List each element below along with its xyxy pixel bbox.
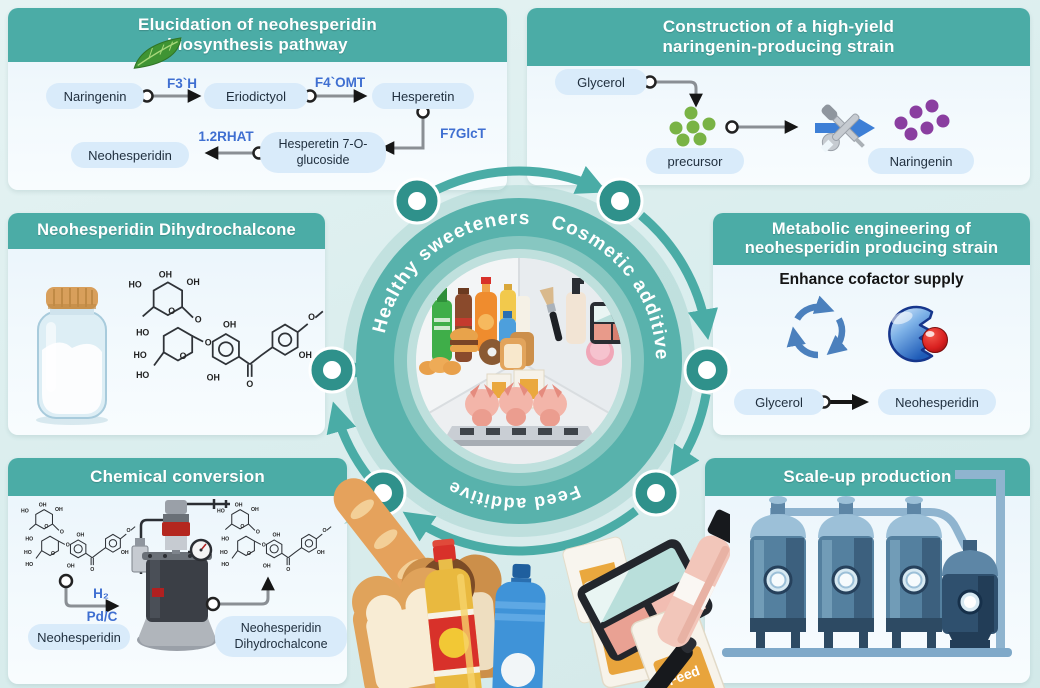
- water-bottle-icon: [491, 563, 546, 688]
- lotion-tube-icon: [657, 509, 730, 648]
- panel-metabolic-title: Metabolic engineering of neohesperidin p…: [713, 213, 1030, 265]
- reaction-arrows: [64, 576, 275, 613]
- label-enhance-cofactor: Enhance cofactor supply: [779, 271, 964, 288]
- cofactor-recycle-icon: [786, 295, 848, 359]
- label-glucoside: Hesperetin 7-O- glucoside: [260, 132, 386, 174]
- label-f7glct: F7GlcT: [440, 126, 486, 141]
- panel-strain-title: Construction of a high-yield naringenin-…: [527, 8, 1030, 66]
- leaf-icon: [133, 37, 182, 69]
- label-glycerol-2: Glycerol: [734, 389, 824, 415]
- label-neohesperidin-3: Neohesperidin: [28, 624, 130, 650]
- label-f4omt: F4`OMT: [314, 75, 366, 90]
- metabolic-arrowhead: [852, 394, 869, 410]
- food-drinks-collage: [419, 277, 534, 375]
- naringenin-cells-icon: [894, 99, 950, 141]
- label-naringenin-2: Naringenin: [868, 148, 974, 174]
- label-neohesperidin-1: Neohesperidin: [71, 142, 189, 168]
- bioreactor-tanks-icon: [722, 470, 1012, 657]
- strain-arrows: [656, 80, 799, 134]
- neohesperidin-molecule: [20, 502, 136, 574]
- label-neohesperidin-2: Neohesperidin: [878, 389, 996, 415]
- label-naringenin-1: Naringenin: [46, 83, 144, 109]
- label-f3h: F3`H: [167, 76, 197, 91]
- label-pdc: Pd/C: [86, 609, 118, 624]
- panel-nhdc-title: Neohesperidin Dihydrochalcone: [8, 213, 325, 249]
- engineering-tools-icon: [815, 104, 875, 153]
- oil-bottle-icon: [424, 538, 483, 688]
- piglets-collage: [444, 369, 596, 446]
- panel-chemical-title: Chemical conversion: [8, 458, 347, 496]
- label-hesperetin: Hesperetin: [372, 83, 474, 109]
- label-rhat: 1.2RHAT: [198, 129, 254, 144]
- label-glycerol-1: Glycerol: [555, 69, 647, 95]
- enzyme-substrate-icon: [888, 305, 948, 363]
- reactor-icon: [131, 499, 230, 651]
- cycle-arrows: [326, 165, 718, 556]
- nhdc-molecule: [127, 268, 324, 390]
- label-eriodictyol: Eriodictyol: [204, 83, 308, 109]
- panel-pathway-title: Elucidation of neohesperidin biosynthesi…: [8, 8, 507, 62]
- pathway-arrows: [153, 89, 425, 160]
- panel-strain: Construction of a high-yield naringenin-…: [527, 8, 1030, 185]
- reaction-connector-dots: [58, 573, 221, 612]
- label-precursor: precursor: [646, 148, 744, 174]
- product-collage: Feed Feed: [333, 478, 730, 688]
- precursor-cells-icon: [669, 106, 716, 147]
- label-h2: H₂: [93, 586, 109, 601]
- label-nhdc-product: Neohesperidin Dihydrochalcone: [215, 616, 347, 658]
- cycle-nodes: [308, 177, 731, 517]
- powder-jar-icon: [36, 287, 108, 425]
- central-cycle: Healthy sweeteners Cosmetic additives Fe…: [300, 146, 731, 556]
